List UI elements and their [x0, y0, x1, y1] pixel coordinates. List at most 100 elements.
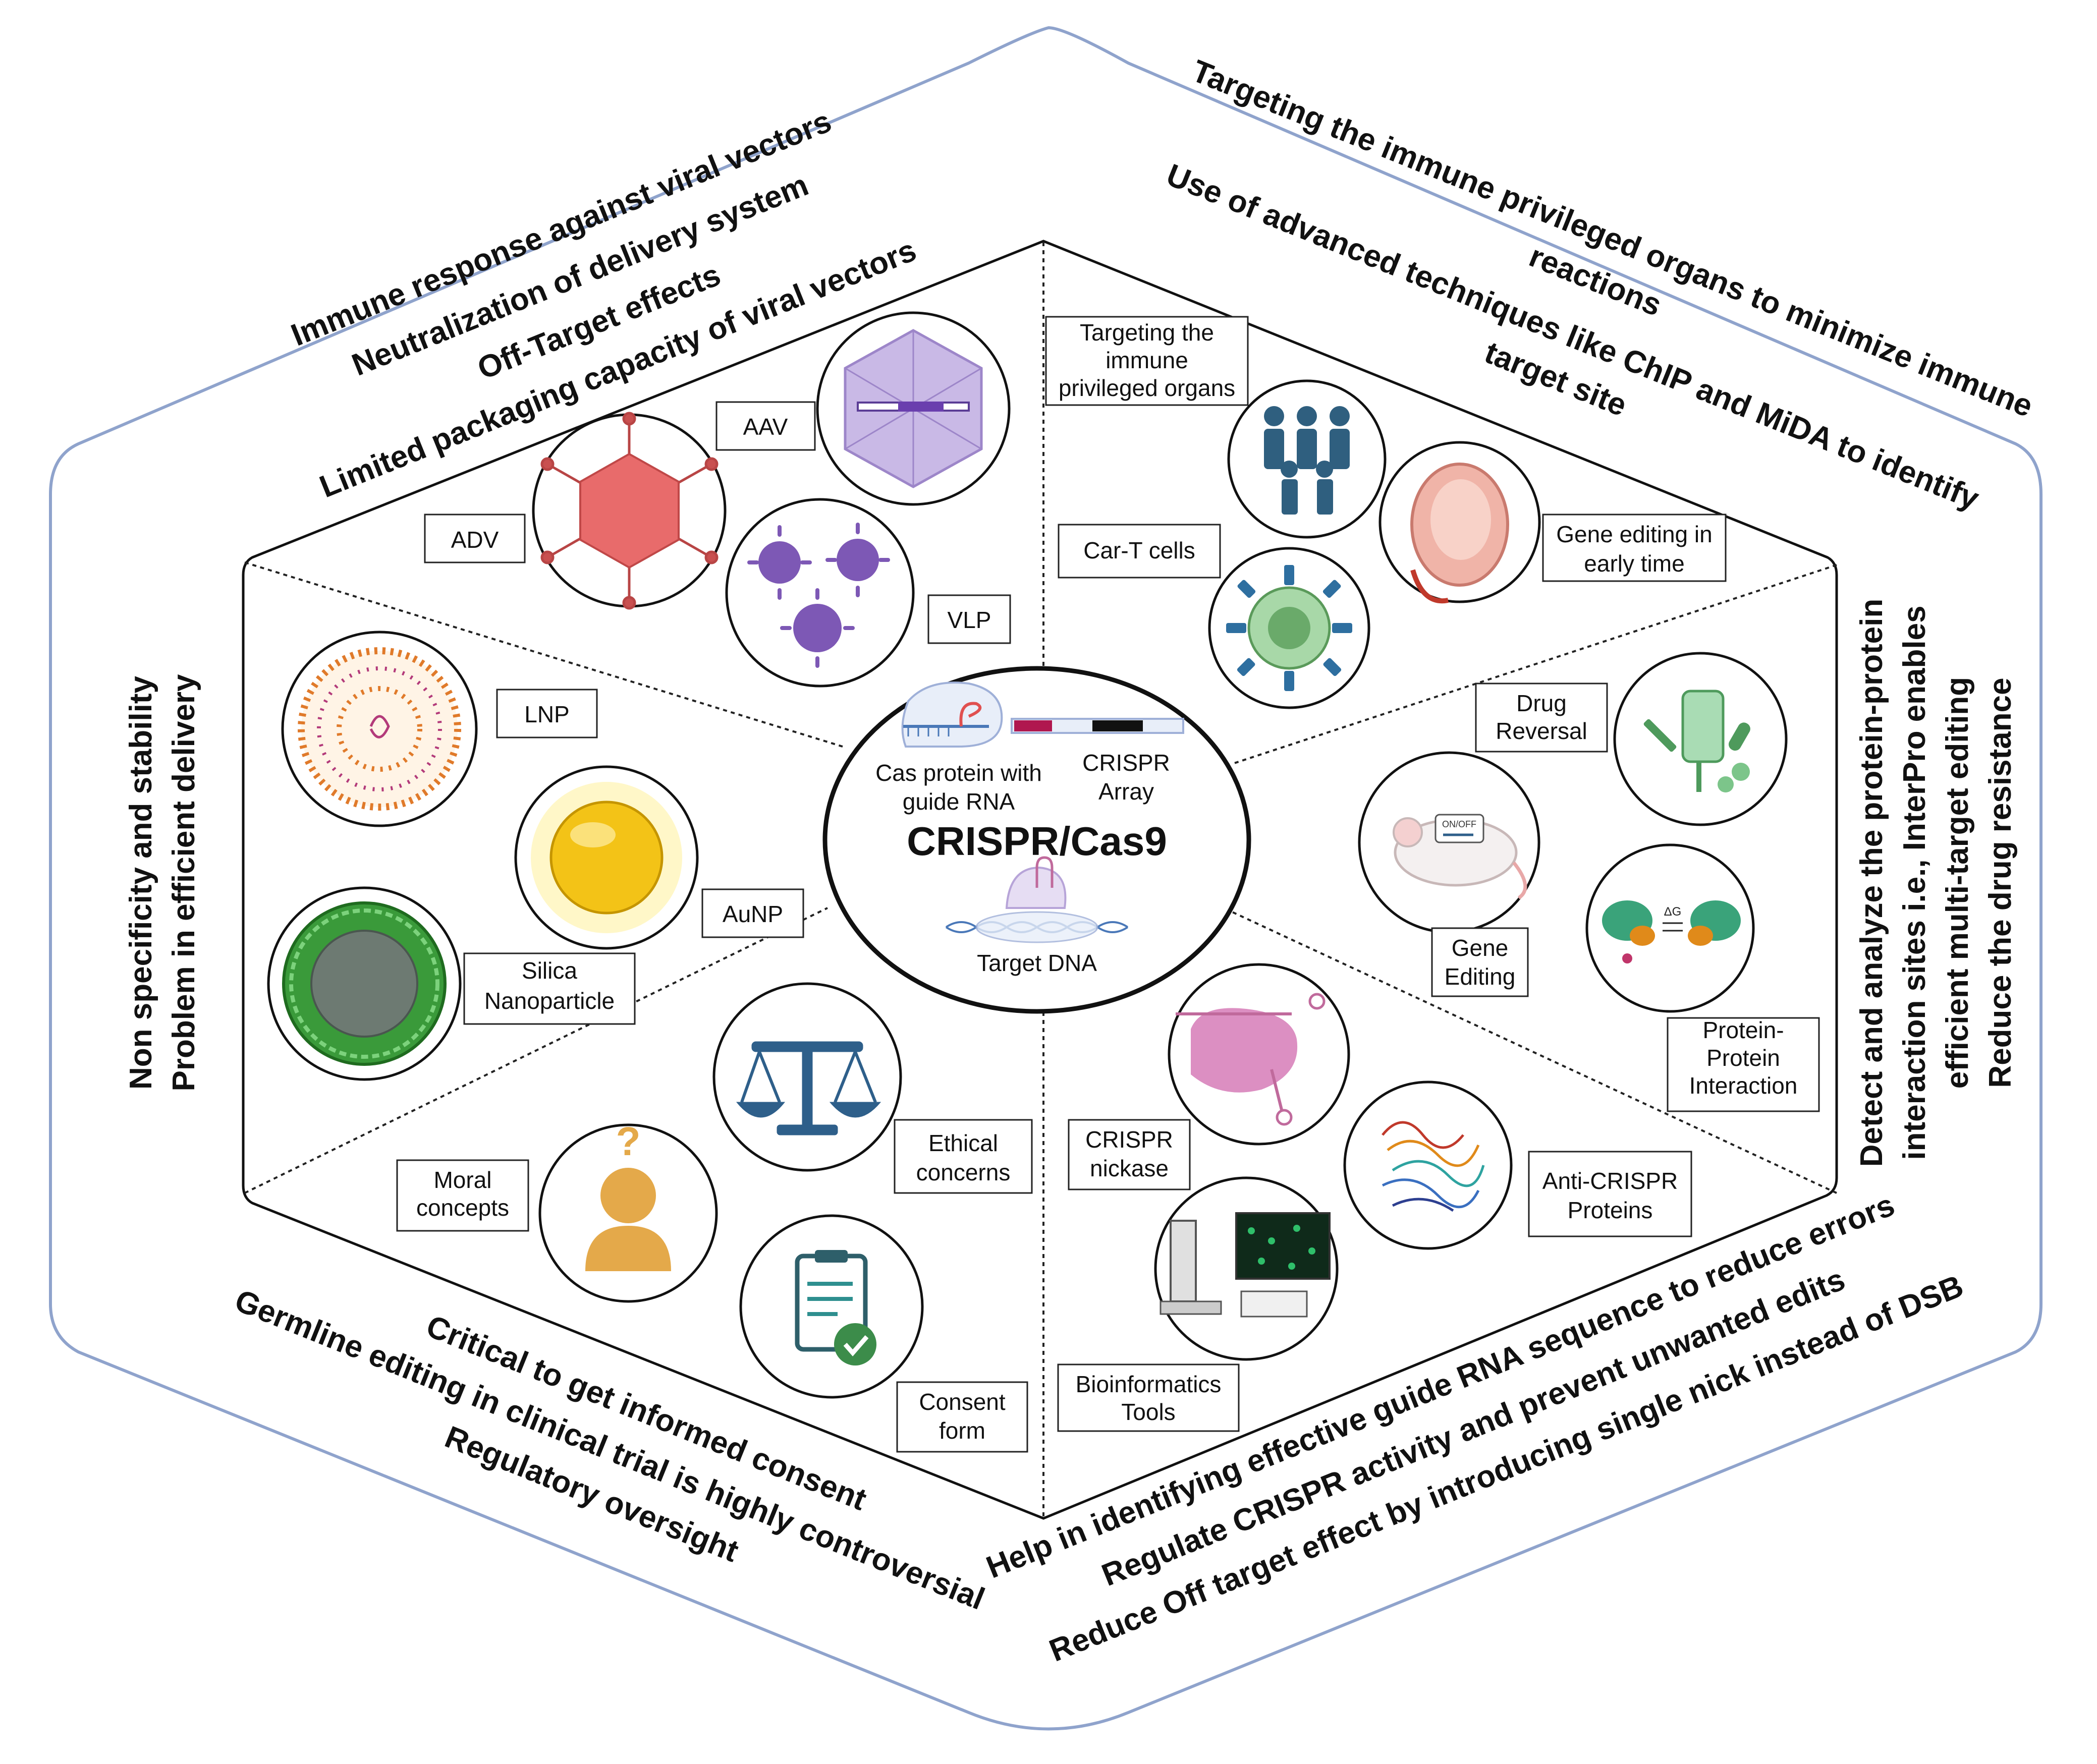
- outer-hexagon: [49, 26, 2043, 1731]
- heading-right-4: Reduce the drug resistance: [1983, 677, 2018, 1088]
- fetus-icon: [1410, 463, 1509, 604]
- moral-label-box: [396, 1159, 529, 1232]
- nickase-label-box: [1068, 1119, 1191, 1190]
- lnp-item: LNP: [281, 631, 598, 827]
- anti-crispr-circle: [1343, 1080, 1513, 1250]
- nickase-label-2: nickase: [1090, 1155, 1169, 1181]
- divider-lower-left: [244, 907, 828, 1194]
- ethical-label-2: concerns: [916, 1159, 1011, 1185]
- aunp-label-box: [701, 888, 804, 938]
- heading-right: Detect and analyze the protein-protein i…: [1854, 599, 2018, 1167]
- cart-label-box: [1058, 524, 1221, 579]
- gene-edit-item: ON/OFF Gene Editing: [1358, 751, 1540, 997]
- mouse-icon: [1393, 814, 1527, 899]
- heading-left-1: Non specificity and stability: [124, 676, 158, 1090]
- crispr-array-icon: [1011, 718, 1184, 734]
- targeting-item: Targeting the immune privileged organs: [1045, 316, 1387, 539]
- cart-item: Car-T cells: [1058, 524, 1370, 709]
- moral-item: ? Moral concepts: [396, 1119, 718, 1303]
- moral-label-2: concepts: [416, 1194, 509, 1221]
- array-label-1: CRISPR: [1082, 750, 1170, 776]
- center-crispr: Cas protein with guide RNA CRISPR Array …: [822, 666, 1251, 1014]
- heading-right-2: interaction sites i.e., InterPro enables: [1897, 605, 1932, 1160]
- clipboard-check-icon: [795, 1250, 876, 1365]
- people-family-icon: [1264, 406, 1350, 515]
- drug-pharma-icon: [1643, 690, 1750, 792]
- delta-g-label: ΔG: [1664, 905, 1682, 919]
- ethical-item: Ethical concerns: [712, 982, 1033, 1194]
- heading-right-1: Detect and analyze the protein-protein: [1854, 599, 1889, 1167]
- gene-early-item: Gene editing in early time: [1378, 441, 1727, 604]
- consent-label-box: [896, 1381, 1028, 1453]
- lnp-label-box: [496, 689, 598, 738]
- cas-protein-icon: [901, 681, 1003, 748]
- cart-label: Car-T cells: [1083, 537, 1195, 563]
- heading-right-3: efficient multi-target editing: [1940, 677, 1975, 1089]
- ethical-label-box: [894, 1119, 1033, 1194]
- vlp-circle: [725, 498, 915, 688]
- scale-icon: [736, 1041, 881, 1135]
- bioinformatics-label-2: Tools: [1121, 1399, 1175, 1425]
- targeting-label-3: privileged organs: [1059, 375, 1235, 401]
- protein-interaction-icon: [1602, 900, 1741, 963]
- silica-item: Silica Nanoparticle: [267, 886, 636, 1081]
- divider-upper-right: [1231, 564, 1837, 765]
- heading-left: Non specificity and stability Problem in…: [124, 674, 201, 1091]
- anti-crispr-label-box: [1528, 1151, 1692, 1237]
- vlp-label-box: [927, 594, 1011, 644]
- drug-item: Drug Reversal: [1475, 652, 1788, 826]
- gene-edit-label-2: Editing: [1445, 963, 1516, 990]
- heading-left-2: Problem in efficient delivery: [167, 674, 201, 1091]
- consent-item: Consent form: [739, 1214, 1028, 1453]
- silica-label-1: Silica: [522, 957, 577, 984]
- ppi-circle: [1585, 843, 1755, 1013]
- lnp-label: LNP: [524, 701, 569, 727]
- gene-edit-label-box: [1431, 927, 1529, 997]
- ppi-label-2: Protein: [1706, 1045, 1780, 1071]
- adv-label: ADV: [451, 527, 499, 553]
- gene-early-label-2: early time: [1584, 550, 1684, 577]
- adv-item: ADV: [424, 412, 727, 610]
- gene-early-label-1: Gene editing in: [1556, 521, 1712, 547]
- silica-label-2: Nanoparticle: [484, 988, 615, 1014]
- onoff-label: ON/OFF: [1442, 819, 1476, 829]
- target-dna-icon: [945, 856, 1129, 943]
- bioinformatics-label-box: [1057, 1363, 1240, 1432]
- bioinformatics-item: Bioinformatics Tools: [1057, 1176, 1339, 1432]
- drug-label-1: Drug: [1516, 690, 1567, 716]
- consent-label-1: Consent: [919, 1389, 1006, 1415]
- anti-crispr-item: Anti-CRISPR Proteins: [1343, 1080, 1692, 1250]
- moral-label-1: Moral: [433, 1167, 491, 1193]
- cart-cell-icon: [1226, 565, 1352, 691]
- target-dna-label: Target DNA: [977, 950, 1097, 976]
- cas-label-2: guide RNA: [903, 788, 1015, 815]
- drug-label-2: Reversal: [1496, 718, 1587, 744]
- aav-label: AAV: [743, 414, 788, 440]
- ppi-label-box: [1667, 1017, 1820, 1112]
- consent-label-2: form: [939, 1417, 985, 1444]
- nickase-label-1: CRISPR: [1085, 1126, 1173, 1153]
- vlp-particle-icon: [758, 539, 879, 652]
- nickase-item: CRISPR nickase: [1068, 963, 1350, 1190]
- ethical-label-1: Ethical: [928, 1130, 998, 1156]
- center-title: CRISPR/Cas9: [907, 819, 1167, 864]
- person-question-icon: [585, 1168, 671, 1271]
- aunp-label: AuNP: [723, 901, 783, 927]
- anti-crispr-label-1: Anti-CRISPR: [1542, 1168, 1678, 1194]
- sector-dividers: [244, 242, 1837, 1517]
- center-ellipse: [822, 666, 1251, 1014]
- nickase-icon: [1176, 993, 1326, 1126]
- aav-item: AAV: [715, 311, 1011, 506]
- anti-crispr-label-2: Proteins: [1568, 1197, 1653, 1223]
- vlp-label: VLP: [948, 607, 991, 633]
- targeting-label-box: [1045, 316, 1249, 406]
- silica-label-box: [463, 952, 636, 1025]
- gene-early-label-box: [1542, 514, 1727, 582]
- ppi-label-1: Protein-: [1702, 1017, 1784, 1043]
- ppi-item: ΔG Protein- Protein Interaction: [1585, 843, 1820, 1112]
- aunp-gold-icon: [549, 801, 664, 915]
- ppi-label-3: Interaction: [1689, 1072, 1798, 1099]
- aav-label-box: [715, 401, 816, 451]
- aunp-item: AuNP: [514, 765, 804, 950]
